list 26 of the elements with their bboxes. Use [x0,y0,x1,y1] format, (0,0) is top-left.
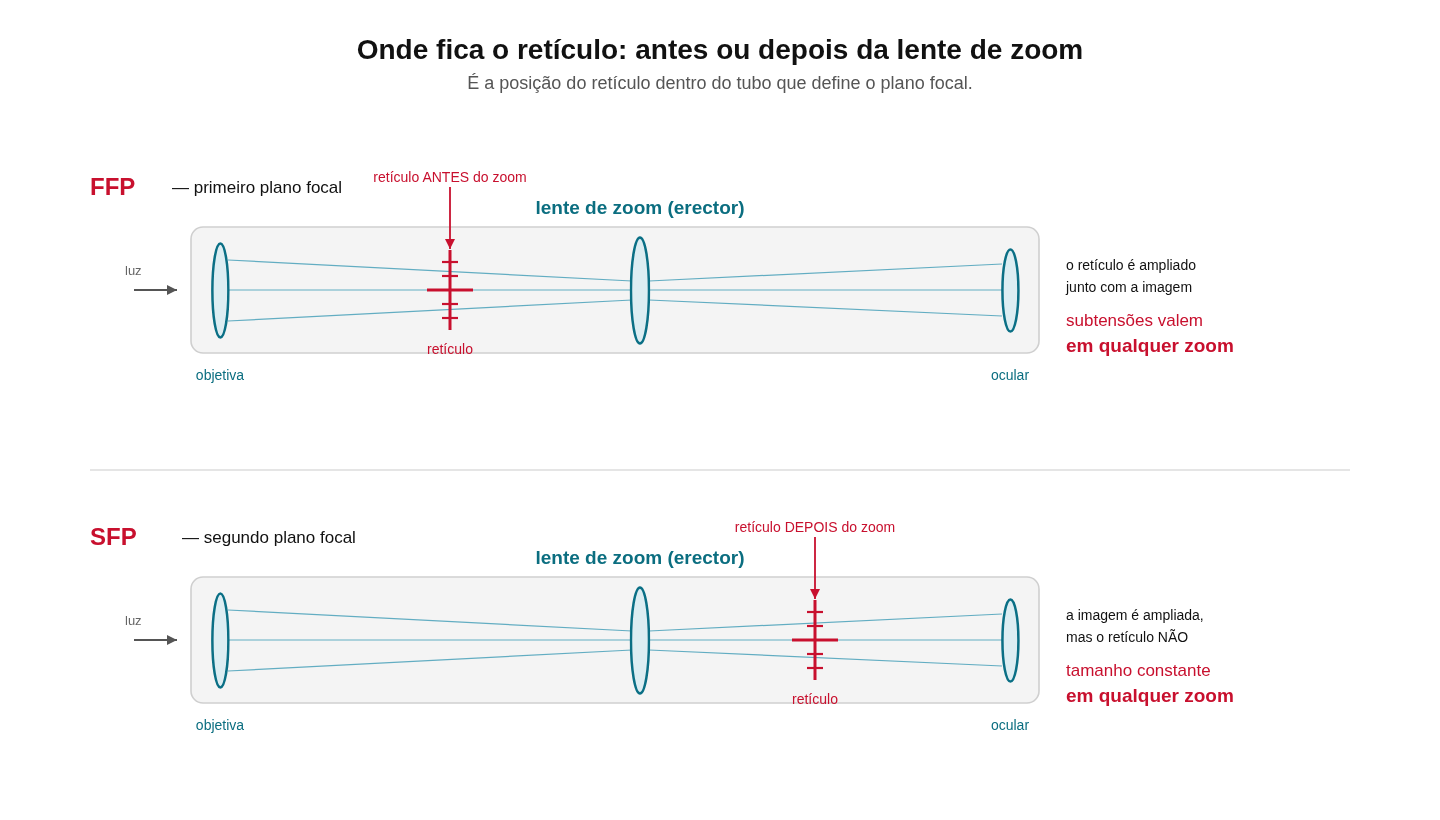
emphasis-text: subtensões valem [1066,310,1204,332]
leader-arrow [810,536,820,600]
panel-subtitle: — primeiro plano focal [172,177,343,199]
annotation-text: retículo ANTES do zoom [373,168,527,186]
lens-label: lente de zoom (erector) [535,196,745,220]
leader-arrow [445,186,455,250]
lens-label: ocular [990,366,1030,384]
diagram-title: Onde fica o retículo: antes ou depois da lente de zoom [356,33,1084,67]
panel-title: SFP [90,523,137,551]
lens-label: objetiva [195,716,245,734]
reticle-label: retículo [792,690,838,708]
reticle-label: retículo [427,340,473,358]
subtitle: É a posição do retículo dentro do tubo que define o plano focal. [467,72,973,94]
panel-subtitle: — segundo plano focal [182,527,356,549]
emphasis-text: em qualquer zoom [1066,334,1234,358]
lens-label: ocular [990,716,1030,734]
note-text: o retículo é ampliado junto com a imagem [1066,256,1197,297]
panel-title: FFP [90,173,136,201]
lens-label: objetiva [195,366,245,384]
light-label: luz [125,613,142,629]
annotation-text: retículo DEPOIS do zoom [734,518,896,536]
light-label: luz [125,263,142,279]
emphasis-text: em qualquer zoom [1066,684,1234,708]
emphasis-text: tamanho constante [1066,660,1211,682]
lens-label: lente de zoom (erector) [535,546,745,570]
note-text: a imagem é ampliada, mas o retículo NÃO [1066,606,1205,647]
